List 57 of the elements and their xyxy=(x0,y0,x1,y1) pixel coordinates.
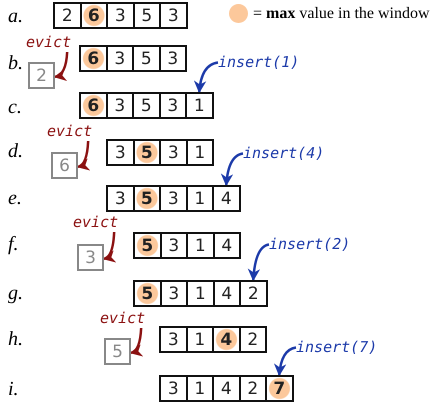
row-label: d. xyxy=(8,141,23,161)
array-cell: 6 xyxy=(79,45,108,72)
evicted-box: 5 xyxy=(104,338,131,365)
array-cell: 7 xyxy=(265,375,294,402)
row-label: i. xyxy=(8,379,19,399)
curved-arrow xyxy=(221,152,244,186)
curved-arrow xyxy=(274,346,296,376)
array-cell: 2 xyxy=(53,2,82,29)
array-cell: 3 xyxy=(159,185,188,212)
array-cell: 3 xyxy=(106,2,134,29)
evicted-box: 3 xyxy=(77,244,104,271)
array-cell: 1 xyxy=(186,280,214,307)
curved-arrow xyxy=(76,140,91,170)
annotation-text: evict xyxy=(73,215,118,230)
array-cell: 5 xyxy=(132,92,160,119)
array-cell: 3 xyxy=(159,375,188,402)
curved-arrow xyxy=(130,328,144,356)
array-cell: 2 xyxy=(239,280,268,307)
array-cell: 1 xyxy=(186,139,214,166)
annotation-text: insert(4) xyxy=(243,146,324,161)
array-cell: 1 xyxy=(185,92,214,119)
array-cell: 5 xyxy=(133,232,162,259)
row-label: h. xyxy=(8,329,23,349)
row-label: b. xyxy=(8,53,23,73)
array-cell: 6 xyxy=(79,92,108,119)
curved-arrow xyxy=(54,52,68,80)
row-label: f. xyxy=(8,234,19,254)
annotation-text: insert(2) xyxy=(269,237,350,252)
array-cell: 5 xyxy=(132,45,160,72)
annotation-text: insert(1) xyxy=(218,55,300,70)
array-cell: 3 xyxy=(158,45,187,72)
evicted-box: 6 xyxy=(51,152,78,179)
legend-text: = max value in the window xyxy=(253,5,430,23)
array-cell: 1 xyxy=(186,232,214,259)
array-cell: 3 xyxy=(159,2,188,29)
curved-arrow xyxy=(248,243,270,282)
row-label: c. xyxy=(8,97,22,117)
array-cell: 3 xyxy=(106,185,134,212)
annotation-text: insert(7) xyxy=(296,340,378,355)
array-cell: 5 xyxy=(133,280,162,307)
annotation-text: evict xyxy=(100,311,146,326)
evicted-box: 2 xyxy=(28,62,55,89)
array-cell: 2 xyxy=(238,326,267,353)
array-cell: 3 xyxy=(159,139,188,166)
array-cell: 4 xyxy=(212,185,240,212)
array-cell: 4 xyxy=(212,326,240,353)
array-cell: 4 xyxy=(212,375,240,402)
annotation-text: evict xyxy=(47,124,92,139)
row-label: g. xyxy=(8,283,23,303)
annotation-text: evict xyxy=(26,35,72,50)
array-cell: 4 xyxy=(212,232,241,259)
row-label: e. xyxy=(8,188,22,208)
curved-arrow xyxy=(194,61,218,94)
array-cell: 3 xyxy=(106,139,134,166)
curved-arrow xyxy=(102,232,117,262)
row-label: a. xyxy=(8,6,23,26)
array-cell: 3 xyxy=(159,326,188,353)
